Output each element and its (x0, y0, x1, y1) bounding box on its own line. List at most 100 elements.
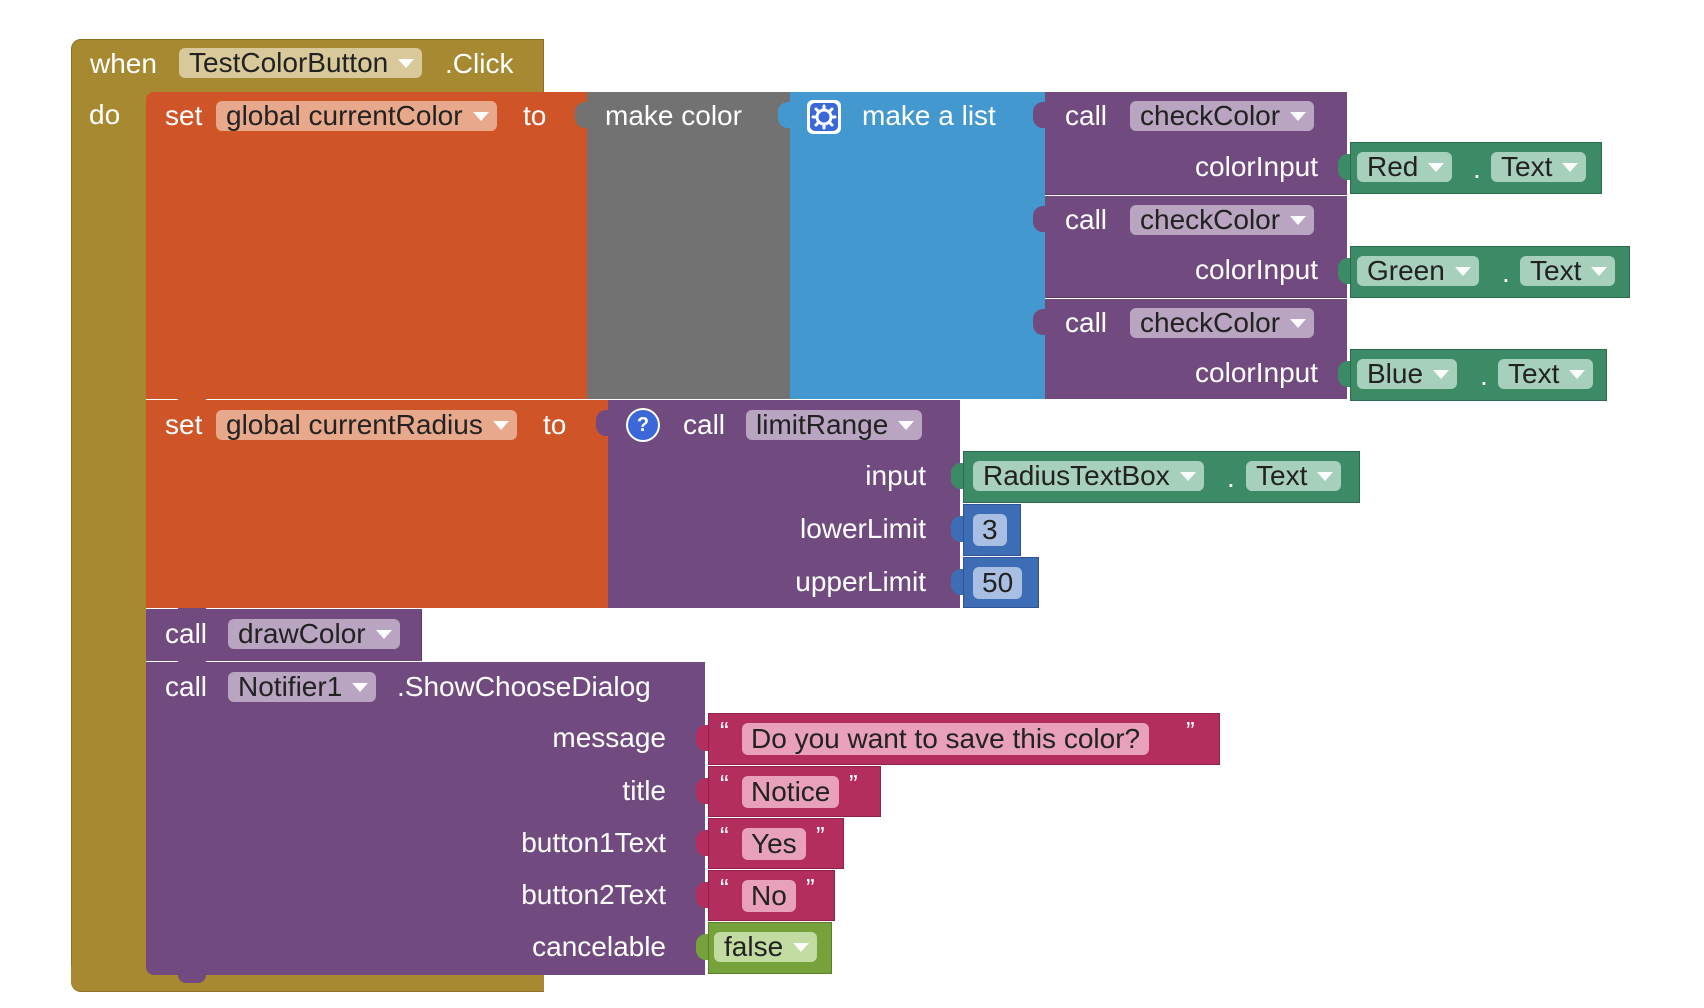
component-output-tab (951, 463, 963, 489)
dot-separator: . (1480, 360, 1488, 391)
make-a-list-label: make a list (862, 100, 996, 131)
procedure-dropdown-checkcolor[interactable]: checkColor (1130, 307, 1315, 338)
component-output-tab (1338, 258, 1350, 284)
chevron-down-icon (1454, 266, 1471, 276)
variable-dropdown-currentcolor[interactable]: global currentColor (216, 101, 497, 131)
param-label-title: title (622, 775, 666, 806)
procedure-dropdown-drawcolor[interactable]: drawColor (228, 619, 400, 649)
text-field-button1[interactable]: Yes (742, 828, 806, 860)
chevron-down-icon (352, 682, 369, 692)
call-label: call (165, 618, 208, 649)
math-output-tab (951, 569, 963, 595)
to-label: to (523, 100, 547, 131)
block-bottom-notch (178, 975, 206, 983)
component-dropdown-radiustextbox[interactable]: RadiusTextBox (973, 461, 1204, 491)
param-label-colorinput: colorInput (1195, 254, 1318, 285)
open-quote: “ (720, 873, 729, 903)
chevron-down-icon (492, 420, 509, 430)
call-output-tab (1033, 309, 1045, 335)
text-output-tab (696, 778, 708, 804)
variable-dropdown-label: global currentRadius (226, 409, 483, 440)
property-dropdown-label: Text (1256, 460, 1308, 491)
param-label-button1text: button1Text (521, 827, 666, 858)
param-label-input: input (865, 460, 926, 491)
event-name-label: .Click (445, 48, 514, 79)
procedure-dropdown-label: checkColor (1140, 307, 1281, 338)
component-dropdown-green[interactable]: Green (1357, 256, 1479, 286)
number-field-lowerlimit[interactable]: 3 (973, 514, 1007, 546)
set-variable-block-currentcolor[interactable] (146, 92, 588, 399)
component-dropdown-label: Blue (1367, 358, 1424, 389)
text-output-tab (696, 725, 708, 751)
chevron-down-icon (398, 58, 415, 68)
chevron-down-icon (1179, 471, 1196, 481)
chevron-down-icon (1433, 369, 1450, 379)
chevron-down-icon (1562, 162, 1579, 172)
param-label-colorinput: colorInput (1195, 357, 1318, 388)
procedure-dropdown-label: limitRange (756, 409, 889, 440)
block-notch (178, 661, 206, 669)
when-label: when (90, 48, 157, 79)
call-label: call (683, 409, 726, 440)
call-output-tab (1033, 206, 1045, 232)
dot-separator: . (1227, 462, 1235, 493)
param-label-cancelable: cancelable (532, 931, 666, 962)
procedure-dropdown-limitrange[interactable]: limitRange (746, 409, 923, 440)
property-dropdown-text[interactable]: Text (1491, 151, 1587, 182)
help-icon[interactable]: ? (626, 408, 660, 442)
component-dropdown-testcolorbutton[interactable]: TestColorButton (179, 47, 423, 78)
gear-icon[interactable] (807, 100, 841, 134)
variable-dropdown-label: global currentColor (226, 100, 463, 131)
chevron-down-icon (1569, 369, 1586, 379)
chevron-down-icon (1428, 162, 1445, 172)
text-field-message[interactable]: Do you want to save this color? (742, 723, 1150, 755)
variable-dropdown-currentradius[interactable]: global currentRadius (216, 410, 517, 440)
component-output-tab (1338, 154, 1350, 180)
chevron-down-icon (472, 111, 489, 121)
text-output-tab (696, 830, 708, 856)
boolean-dropdown-label: false (724, 931, 784, 962)
component-dropdown-notifier1[interactable]: Notifier1 (228, 671, 377, 702)
property-dropdown-text[interactable]: Text (1498, 359, 1594, 389)
component-dropdown-label: Notifier1 (238, 671, 343, 702)
chevron-down-icon (1591, 266, 1608, 276)
component-dropdown-label: RadiusTextBox (983, 460, 1170, 491)
close-quote: ” (1186, 716, 1195, 746)
procedure-dropdown-checkcolor[interactable]: checkColor (1130, 204, 1315, 235)
property-dropdown-text[interactable]: Text (1246, 460, 1342, 491)
chevron-down-icon (1290, 215, 1307, 225)
component-dropdown-label: TestColorButton (189, 47, 389, 78)
make-a-list-block[interactable] (790, 92, 1045, 399)
procedure-dropdown-label: checkColor (1140, 100, 1281, 131)
text-field-title[interactable]: Notice (742, 776, 840, 808)
boolean-dropdown-false[interactable]: false (714, 931, 818, 962)
method-name-label: .ShowChooseDialog (397, 671, 651, 702)
close-quote: ” (816, 821, 825, 851)
chevron-down-icon (1317, 471, 1334, 481)
component-dropdown-blue[interactable]: Blue (1357, 358, 1458, 389)
component-output-tab (1338, 361, 1350, 387)
chevron-down-icon (1290, 111, 1307, 121)
component-dropdown-red[interactable]: Red (1357, 152, 1453, 182)
param-label-colorinput: colorInput (1195, 151, 1318, 182)
call-label: call (165, 671, 208, 702)
open-quote: “ (720, 821, 729, 851)
dot-separator: . (1502, 257, 1510, 288)
procedure-dropdown-checkcolor[interactable]: checkColor (1130, 100, 1315, 131)
make-color-label: make color (605, 100, 742, 131)
procedure-dropdown-label: drawColor (238, 618, 366, 649)
property-dropdown-label: Text (1501, 151, 1553, 182)
call-notifier-showchoosedialog-block[interactable] (146, 662, 705, 975)
param-label-upperlimit: upperLimit (795, 566, 926, 597)
property-dropdown-text[interactable]: Text (1520, 255, 1616, 286)
make-color-output-tab (575, 102, 587, 128)
number-field-upperlimit[interactable]: 50 (973, 567, 1023, 599)
open-quote: “ (720, 769, 729, 799)
procedure-dropdown-label: checkColor (1140, 204, 1281, 235)
make-color-block[interactable] (587, 92, 790, 399)
set-label: set (165, 100, 203, 131)
param-label-button2text: button2Text (521, 879, 666, 910)
text-field-button2[interactable]: No (742, 880, 796, 912)
property-dropdown-label: Text (1530, 255, 1582, 286)
